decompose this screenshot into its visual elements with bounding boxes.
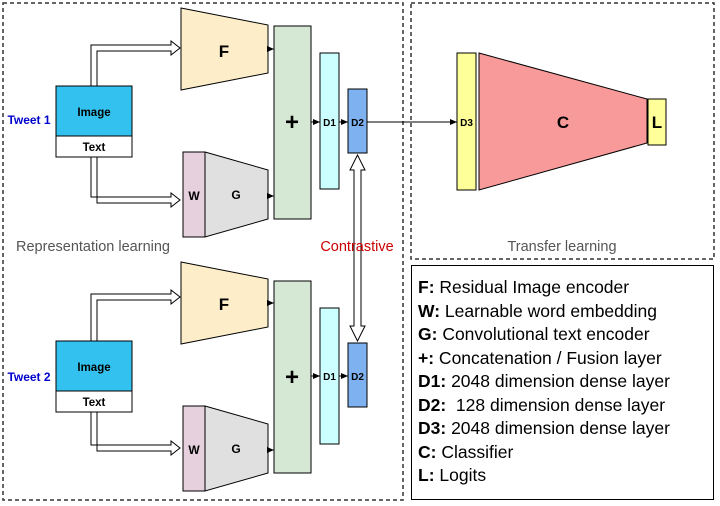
legend-desc: 2048 dimension dense layer	[446, 418, 670, 438]
d2-layer-1	[347, 88, 368, 154]
d1-layer-1	[319, 52, 340, 190]
logits-label: L	[652, 113, 662, 132]
legend-desc: 2048 dimension dense layer	[446, 371, 670, 391]
transfer-panel	[410, 2, 715, 260]
w-label-1: W	[188, 189, 200, 203]
legend-desc: Logits	[434, 465, 487, 485]
d1-label-1: D1	[323, 118, 336, 129]
g-label-2: G	[231, 442, 240, 456]
legend-item: +: Concatenation / Fusion layer	[418, 347, 713, 371]
fusion-layer-2	[273, 280, 312, 474]
legend-key: L:	[418, 465, 435, 485]
image-label-2: Image	[77, 362, 110, 374]
legend-key: D1:	[418, 371, 447, 391]
representation-label: Representation learning	[16, 239, 170, 255]
d1-label-2: D1	[323, 372, 336, 383]
legend-key: D2:	[418, 394, 447, 415]
d3-label: D3	[460, 118, 473, 129]
plus-label-2: +	[285, 364, 299, 391]
f-encoder-2	[180, 261, 269, 345]
g-encoder-2	[204, 405, 269, 492]
contrastive-label: Contrastive	[320, 239, 393, 255]
tweet-2-label: Tweet 2	[7, 370, 50, 384]
logits-block	[647, 98, 667, 146]
legend-item: D3: 2048 dimension dense layer	[418, 417, 713, 441]
contrastive-double-arrow	[349, 153, 366, 343]
legend-key: G:	[418, 324, 438, 344]
arrow-text-to-w-1	[90, 156, 181, 209]
legend-item: W: Learnable word embedding	[418, 300, 713, 324]
legend-key: F:	[418, 277, 435, 297]
g-encoder-1	[204, 151, 269, 238]
image-box-2	[55, 340, 133, 392]
legend-desc: 128 dimension dense layer	[446, 394, 666, 415]
fusion-layer-1	[273, 25, 312, 220]
legend-item: D2: 128 dimension dense layer	[418, 394, 713, 418]
legend-desc: Learnable word embedding	[440, 300, 657, 321]
w-label-2: W	[188, 443, 200, 457]
legend-desc: Concatenation / Fusion layer	[434, 347, 662, 368]
legend-item: G: Convolutional text encoder	[418, 323, 713, 347]
branch-tweet-2: Tweet 2 Image Text F W G + D1 D2	[7, 261, 368, 492]
d2-layer-2	[347, 342, 368, 408]
arrow-image-to-f-1	[90, 39, 181, 87]
text-label-1: Text	[83, 142, 106, 154]
plus-label-1: +	[285, 109, 299, 136]
legend-desc: Classifier	[436, 441, 514, 462]
legend-item: F: Residual Image encoder	[418, 276, 713, 300]
d2-label-1: D2	[351, 118, 364, 129]
arrow-image-to-f-2	[90, 288, 181, 342]
tweet-1-label: Tweet 1	[7, 113, 50, 127]
legend-item: L: Logits	[418, 464, 713, 488]
f-label-1: F	[219, 42, 229, 61]
legend-box: F: Residual Image encoder W: Learnable w…	[411, 265, 714, 500]
classifier-block	[478, 52, 648, 191]
d3-layer	[456, 52, 477, 191]
legend-desc: Residual Image encoder	[434, 277, 630, 297]
legend-item: C: Classifier	[418, 441, 713, 465]
arrow-text-to-w-2	[90, 411, 181, 457]
d2-label-2: D2	[351, 372, 364, 383]
branch-tweet-1: Tweet 1 Image Text F W G + D1 D2	[7, 7, 368, 238]
legend-desc: Convolutional text encoder	[437, 324, 650, 344]
transfer-label: Transfer learning	[507, 239, 616, 255]
legend-key: +:	[418, 347, 435, 368]
classifier-label: C	[557, 113, 569, 132]
legend-item: D1: 2048 dimension dense layer	[418, 370, 713, 394]
legend-key: C:	[418, 441, 437, 462]
f-label-2: F	[219, 295, 229, 314]
g-label-1: G	[231, 188, 240, 202]
legend-key: W:	[418, 300, 441, 321]
image-label-1: Image	[77, 107, 110, 119]
representation-panel	[2, 2, 404, 501]
legend-key: D3:	[418, 418, 447, 438]
f-encoder-1	[180, 7, 269, 91]
text-label-2: Text	[83, 397, 106, 409]
